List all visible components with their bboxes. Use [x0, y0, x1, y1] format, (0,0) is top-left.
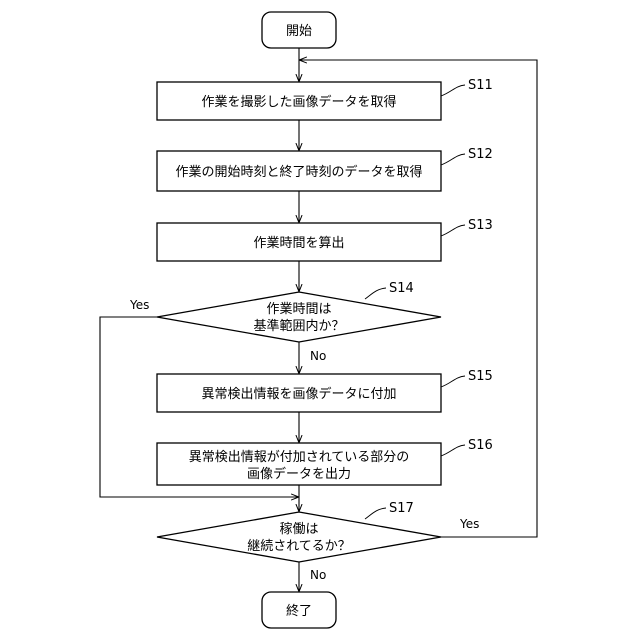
step-s14-leader — [365, 288, 386, 299]
step-label-s15: S15 — [468, 369, 493, 384]
decision-s14 — [157, 292, 441, 342]
step-label-s13: S13 — [468, 218, 493, 233]
process-s11-text: 作業を撮影した画像データを取得 — [201, 94, 396, 110]
process-s16-text-line2: 画像データを出力 — [247, 466, 351, 482]
edge-label-s17-no: No — [310, 568, 326, 582]
decision-s14-text-line1: 作業時間は — [266, 301, 331, 317]
step-label-s12: S12 — [468, 147, 493, 162]
step-s17-leader — [365, 508, 386, 519]
decision-s14-text-line2: 基準範囲内か？ — [253, 318, 344, 334]
step-s12-leader — [441, 154, 465, 165]
step-s15-leader — [441, 376, 465, 387]
edge-label-s14-no: No — [310, 349, 326, 363]
decision-s17-text-line2: 継続されてるか？ — [247, 539, 351, 554]
end-label: 終了 — [286, 603, 312, 619]
step-s11-leader — [441, 85, 465, 96]
step-s16-leader — [441, 445, 465, 456]
process-s13-text: 作業時間を算出 — [253, 235, 344, 251]
decision-s17-text-line1: 稼働は — [279, 522, 318, 537]
step-s13-leader — [441, 225, 465, 236]
process-s15-text: 異常検出情報を画像データに付加 — [201, 386, 396, 402]
edge-label-s14-yes: Yes — [129, 298, 149, 312]
process-s16-text-line1: 異常検出情報が付加されている部分の — [189, 450, 410, 465]
step-label-s16: S16 — [468, 438, 493, 453]
decision-s17 — [157, 512, 441, 562]
step-label-s17: S17 — [389, 501, 414, 516]
process-s12-text: 作業の開始時刻と終了時刻のデータを取得 — [175, 164, 422, 180]
step-label-s11: S11 — [468, 78, 493, 93]
step-label-s14: S14 — [389, 281, 414, 296]
start-label: 開始 — [286, 24, 312, 39]
edge-label-s17-yes: Yes — [459, 517, 479, 531]
